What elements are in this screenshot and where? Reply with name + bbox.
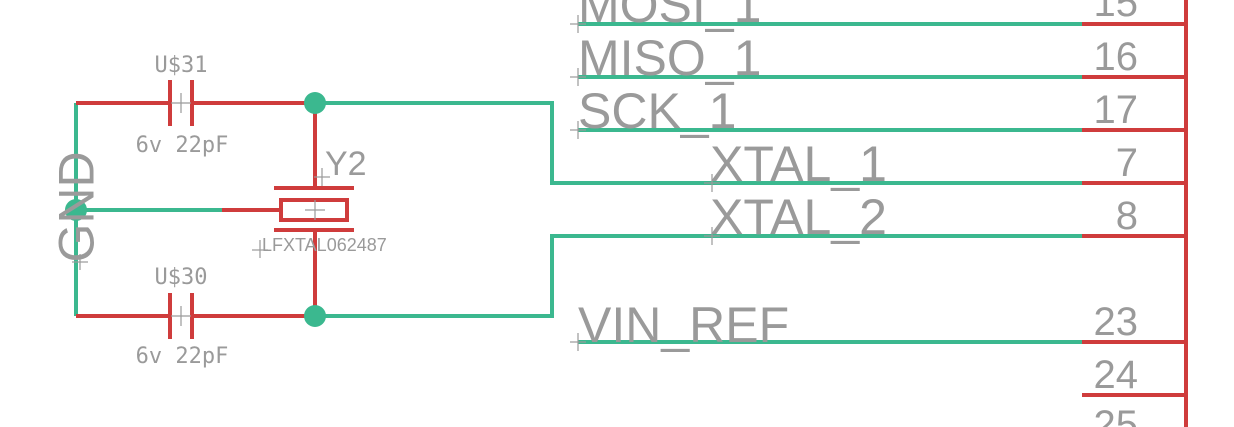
pin-number-24: 24 bbox=[1094, 353, 1139, 397]
crystal-y2[interactable] bbox=[222, 103, 354, 316]
net-label-xtal2: XTAL_2 bbox=[710, 189, 887, 245]
gnd-label: GND bbox=[49, 151, 105, 262]
pin-number-7: 7 bbox=[1116, 141, 1138, 185]
junction-xtal2 bbox=[304, 305, 326, 327]
cap-u31-name: U$31 bbox=[155, 53, 208, 78]
pin-number-15: 15 bbox=[1094, 0, 1139, 25]
cap-u31-value: 6v 22pF bbox=[136, 133, 229, 158]
cap-u30-value: 6v 22pF bbox=[136, 344, 229, 369]
net-label-vin-ref: VIN_REF bbox=[578, 297, 789, 353]
net-label-xtal1: XTAL_1 bbox=[710, 136, 887, 192]
net-label-mosi: MOSI_1 bbox=[578, 0, 761, 33]
label-origins bbox=[72, 15, 720, 351]
capacitor-u30[interactable] bbox=[76, 293, 315, 339]
net-label-sck: SCK_1 bbox=[578, 83, 736, 139]
pin-number-8: 8 bbox=[1116, 194, 1138, 238]
junction-xtal1 bbox=[304, 92, 326, 114]
cap-u30-name: U$30 bbox=[155, 265, 208, 290]
y2-body bbox=[279, 198, 349, 222]
crystal-y2-value: LFXTAL062487 bbox=[262, 235, 387, 255]
wire-xtal1[interactable] bbox=[315, 101, 1082, 185]
wire-xtal2[interactable] bbox=[315, 234, 1082, 318]
junctions bbox=[65, 92, 326, 327]
pin-number-23: 23 bbox=[1094, 300, 1139, 344]
pin-number-16: 16 bbox=[1094, 35, 1139, 79]
crystal-y2-name: Y2 bbox=[325, 145, 367, 183]
capacitor-u31[interactable] bbox=[76, 80, 315, 126]
ic-pins bbox=[1082, 22, 1186, 397]
pin-number-17: 17 bbox=[1094, 88, 1139, 132]
net-wires bbox=[315, 22, 1082, 344]
junction-gnd bbox=[65, 199, 87, 221]
pin-number-25: 25 bbox=[1094, 403, 1139, 427]
net-label-miso: MISO_1 bbox=[578, 30, 761, 86]
